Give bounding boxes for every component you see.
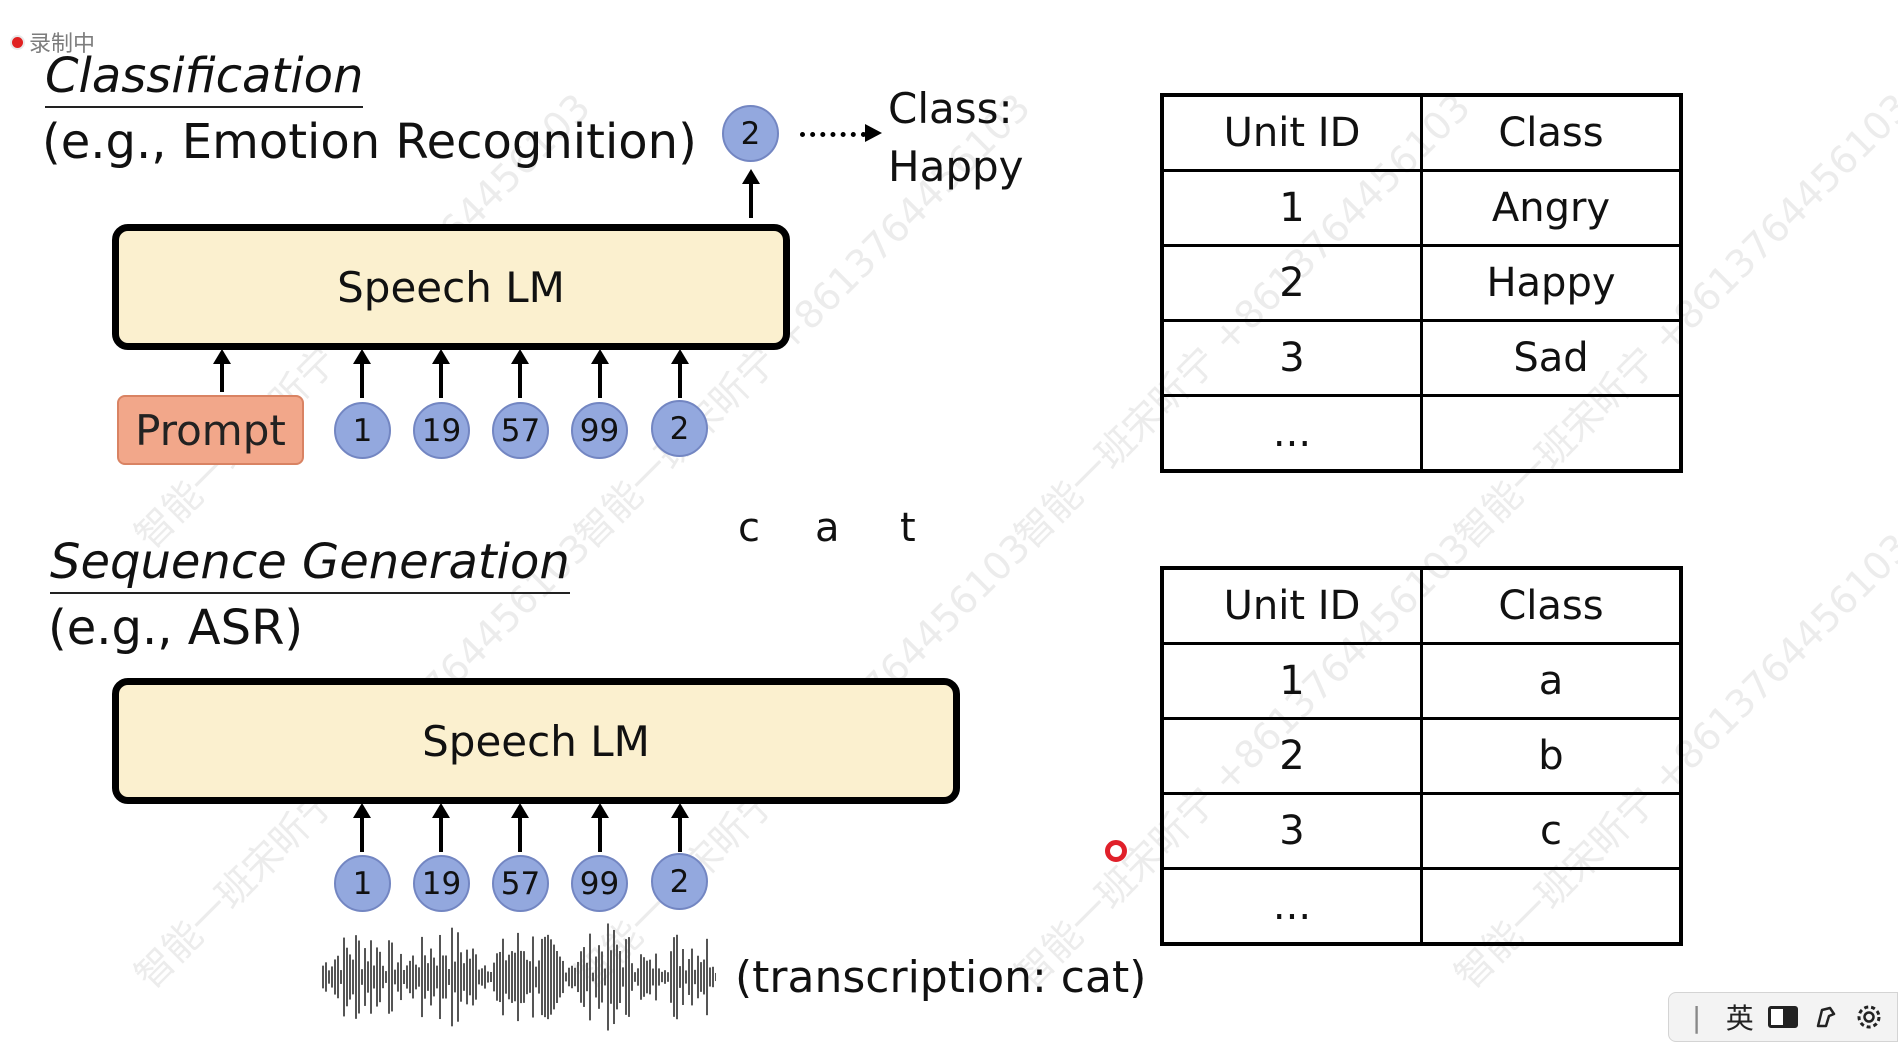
input-token-label: 57 [500, 412, 541, 449]
table-row: 1 a [1160, 642, 1683, 720]
transcription-label: (transcription: cat) [735, 952, 1147, 1003]
table-header-row: Unit ID Class [1160, 93, 1683, 172]
up-arrow-icon [591, 349, 609, 398]
up-arrow-icon [353, 349, 371, 398]
input-token-label: 99 [579, 865, 620, 902]
laser-pointer-icon [1105, 840, 1127, 862]
input-token: 57 [492, 855, 549, 912]
input-token: 57 [492, 402, 549, 459]
table-header: Unit ID [1160, 93, 1423, 172]
table-cell: a [1420, 642, 1683, 720]
up-arrow-icon [511, 349, 529, 398]
up-arrow-icon [742, 169, 760, 218]
input-token-label: 19 [421, 865, 462, 902]
up-arrow-icon [671, 349, 689, 398]
output-token-label: 2 [740, 115, 761, 152]
table-row: 1 Angry [1160, 169, 1683, 247]
speech-lm-label: Speech LM [422, 716, 650, 766]
class-output-key: Class: [888, 84, 1013, 133]
speech-lm-box: Speech LM [112, 224, 790, 350]
speech-lm-box: Speech LM [112, 678, 960, 804]
table-cell: 2 [1160, 717, 1423, 795]
input-token: 99 [571, 855, 628, 912]
character-unit-table: Unit ID Class 1 a 2 b 3 c ... [1160, 566, 1683, 946]
table-cell: Sad [1420, 319, 1683, 397]
table-row: 2 Happy [1160, 244, 1683, 322]
up-arrow-icon [511, 803, 529, 852]
ime-separator: | [1691, 1000, 1702, 1034]
table-header: Unit ID [1160, 566, 1423, 645]
input-token: 1 [334, 855, 391, 912]
table-cell: 2 [1160, 244, 1423, 322]
dotted-arrow-icon [800, 124, 882, 147]
output-letter: a [815, 505, 840, 551]
input-token-label: 57 [500, 865, 541, 902]
ime-toolbar: | 英 [1668, 992, 1898, 1042]
emotion-unit-table: Unit ID Class 1 Angry 2 Happy 3 Sad ... [1160, 93, 1683, 473]
waveform-icon [322, 923, 716, 1031]
table-cell: 1 [1160, 169, 1423, 247]
class-output: Class: Happy [888, 80, 1024, 196]
ime-language-toggle[interactable]: 英 [1725, 1002, 1754, 1035]
up-arrow-icon [432, 349, 450, 398]
output-letter: t [900, 505, 916, 551]
up-arrow-icon [353, 803, 371, 852]
table-cell: Happy [1420, 244, 1683, 322]
input-token-label: 19 [421, 412, 462, 449]
table-cell: Angry [1420, 169, 1683, 247]
prompt-label: Prompt [135, 405, 286, 455]
speech-lm-label: Speech LM [337, 262, 565, 312]
input-token-label: 99 [579, 412, 620, 449]
input-token-label: 2 [669, 410, 690, 447]
input-token: 1 [334, 402, 391, 459]
table-row: 3 Sad [1160, 319, 1683, 397]
up-arrow-icon [432, 803, 450, 852]
table-cell: c [1420, 792, 1683, 870]
sequence-generation-subtitle: (e.g., ASR) [48, 600, 304, 656]
skin-icon[interactable] [1811, 1004, 1841, 1030]
table-row: ... [1160, 394, 1683, 473]
input-token: 2 [651, 853, 708, 910]
table-cell [1420, 867, 1683, 946]
table-header: Class [1420, 93, 1683, 172]
table-cell: ... [1160, 867, 1423, 946]
recording-label: 录制中 [29, 32, 96, 57]
input-token-label: 1 [352, 865, 373, 902]
table-row: 2 b [1160, 717, 1683, 795]
recording-dot-icon [10, 34, 25, 50]
table-cell: 3 [1160, 792, 1423, 870]
prompt-box: Prompt [117, 395, 304, 465]
table-row: 3 c [1160, 792, 1683, 870]
half-width-icon[interactable] [1767, 1006, 1798, 1028]
table-cell [1420, 394, 1683, 473]
input-token: 19 [413, 402, 470, 459]
table-row: ... [1160, 867, 1683, 946]
input-token: 99 [571, 402, 628, 459]
class-output-value: Happy [888, 142, 1024, 191]
up-arrow-icon [213, 349, 231, 392]
input-token-label: 2 [669, 863, 690, 900]
table-header-row: Unit ID Class [1160, 566, 1683, 645]
output-letter: c [738, 505, 760, 551]
input-token: 19 [413, 855, 470, 912]
classification-subtitle: (e.g., Emotion Recognition) [42, 114, 697, 170]
table-cell: b [1420, 717, 1683, 795]
classification-title: Classification [45, 52, 364, 108]
up-arrow-icon [591, 803, 609, 852]
input-token-label: 1 [352, 412, 373, 449]
input-token: 2 [651, 400, 708, 457]
up-arrow-icon [671, 803, 689, 852]
sequence-generation-title: Sequence Generation [50, 538, 570, 594]
settings-icon[interactable] [1854, 1003, 1884, 1031]
table-header: Class [1420, 566, 1683, 645]
output-token: 2 [722, 105, 779, 162]
table-cell: 3 [1160, 319, 1423, 397]
recording-indicator: 录制中 [10, 26, 95, 58]
table-cell: ... [1160, 394, 1423, 473]
table-cell: 1 [1160, 642, 1423, 720]
